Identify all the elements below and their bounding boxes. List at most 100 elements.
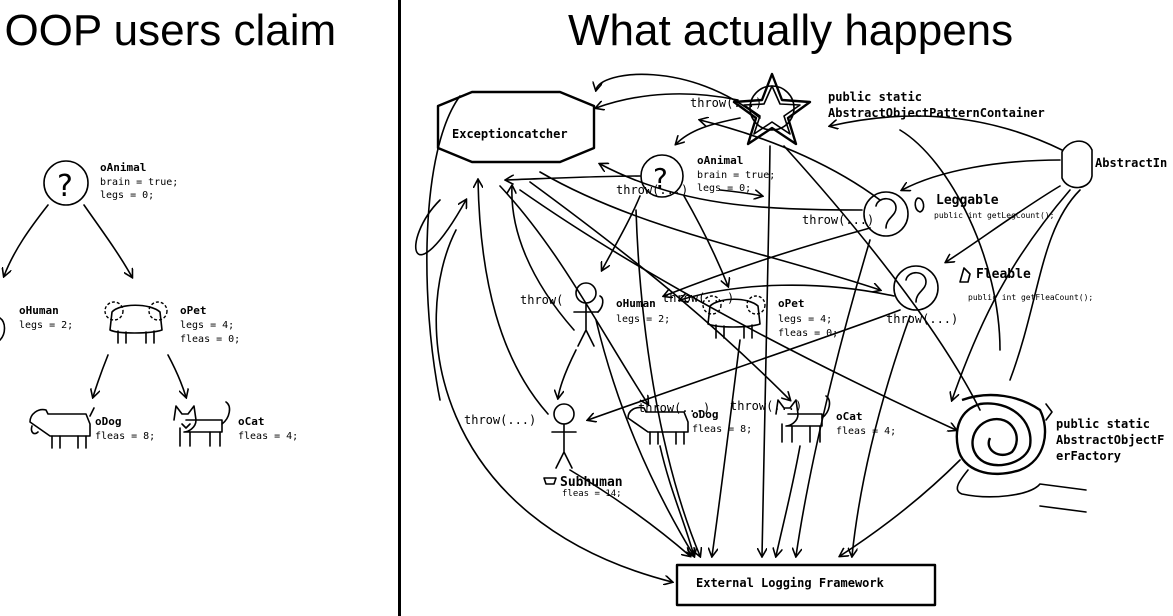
pattern-container-star-icon [732,72,812,146]
arrow [664,227,871,296]
left-pet-prop: legs = 4; [180,320,234,331]
left-pet-name: oPet [180,304,207,317]
mess-cat-prop: fleas = 4; [836,426,896,437]
subhuman-shield-icon [543,477,557,485]
arrow [519,189,956,430]
arrow [569,469,690,556]
mess-pet-prop: fleas = 0; [778,328,838,339]
arrow [529,181,790,400]
leggable-method: public int getLegCount(); [934,211,1054,220]
arrow [426,95,461,401]
pet-figure-icon [104,301,168,344]
arrow [596,93,739,108]
arrow [902,159,1061,190]
exceptioncatcher-label: Exceptioncatcher [452,127,568,141]
arrow [478,180,549,415]
mess-human-name: oHuman [616,297,656,310]
svg-text:?: ? [57,169,73,204]
arrow [762,145,771,556]
dog-figure-icon [29,407,95,449]
tangled-arrows [415,73,1081,582]
arrow [539,171,880,290]
left-pet-prop: fleas = 0; [180,334,240,345]
arrow [952,189,1071,400]
left-dog-prop: fleas = 8; [95,431,155,442]
arrow [602,195,641,270]
arrow [946,185,1061,262]
human-figure-icon [0,317,6,341]
arrow [600,164,863,211]
exceptioncatcher-box [436,90,596,164]
arrow [595,319,694,556]
leggable-name: Leggable [936,193,999,208]
throw-label: throw(...) [730,399,802,413]
abstract-interface-label: AbstractIn [1095,156,1167,170]
mess-animal-name: oAnimal [697,154,743,167]
tree-arrow-pet-cat [167,354,186,397]
throw-label: throw(...) [886,312,958,326]
left-cat-prop: fleas = 4; [238,431,298,442]
leggable-shield-icon [914,197,925,213]
fleable-method: public int getFleaCount(); [968,293,1093,302]
arrow [635,209,700,556]
left-human-prop: legs = 2; [19,320,73,331]
throw-label: throw(...) [802,213,874,227]
left-cat-name: oCat [238,415,265,428]
arrow [719,189,762,196]
left-animal-name: oAnimal [100,161,146,174]
tree-arrow-pet-dog [93,354,109,397]
left-animal-prop: legs = 0; [100,190,154,201]
arrow [680,284,895,300]
arrow [499,185,648,404]
subhuman-figure-icon [551,403,577,469]
right-mess: Exceptioncatcher public static AbstractO… [415,72,1167,607]
arrow [830,115,1063,151]
throw-label: throw( [520,293,563,307]
arrow [676,117,741,144]
mess-pet-figure-icon [702,295,766,339]
factory-label: erFactory [1056,449,1121,463]
arrow [435,229,672,582]
fleable-name: Fleable [976,267,1031,282]
factory-label: public static [1056,417,1150,431]
arrow [796,239,871,556]
left-human-name: oHuman [19,304,59,317]
mess-cat-name: oCat [836,410,863,423]
mess-pet-name: oPet [778,297,805,310]
mess-dog-prop: fleas = 8; [692,424,752,435]
svg-text:?: ? [653,162,668,195]
arrow [776,445,801,556]
logging-framework-label: External Logging Framework [696,576,885,590]
arrow [596,73,761,119]
abstract-interface-blob [1061,140,1093,189]
cat-figure-icon [173,401,231,447]
arrow [659,445,694,556]
tree-arrow-animal-pet [83,204,132,277]
subhuman-prop: fleas = 14; [562,489,622,499]
left-dog-name: oDog [95,415,122,428]
throw-label: throw(...) [638,401,710,415]
mess-dog-name: oDog [692,408,719,421]
mess-animal-prop: legs = 0; [697,183,751,194]
mess-dog-figure-icon [627,406,689,445]
left-hierarchy: ? oAnimal brain = true; legs = 0; oHuman… [0,160,298,449]
pattern-container-label: AbstractObjectPatternContainer [828,106,1045,120]
arrow [712,339,741,556]
arrow [899,129,1001,351]
mess-pet-prop: legs = 4; [778,314,832,325]
left-panel-title: t OOP users claim [0,6,337,55]
mess-animal-question-icon: ? [640,154,684,198]
left-animal-prop: brain = true; [100,177,178,188]
mess-human-prop: legs = 2; [616,314,670,325]
arrow [415,200,466,256]
arrow [588,309,901,420]
leggable-question-icon [863,191,909,237]
throw-label: throw(...) [616,183,688,197]
animal-question-icon: ? [43,160,89,206]
right-panel-title: What actually happens [568,6,1014,55]
fleable-shield-icon [959,267,971,283]
arrow [683,195,728,286]
arrow [512,186,575,331]
factory-label: AbstractObjectF [1056,433,1164,447]
